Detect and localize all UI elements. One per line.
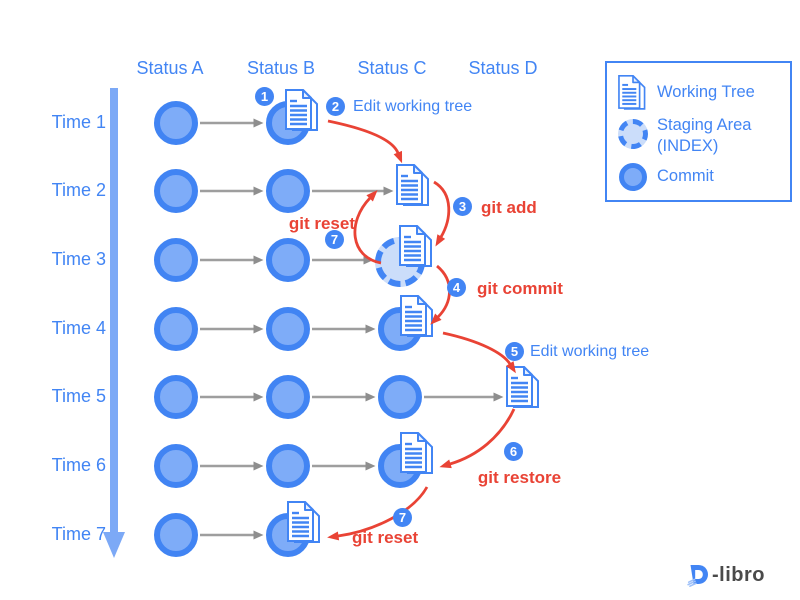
- action-label-edit-working-tree-2: Edit working tree: [530, 343, 650, 360]
- commit-node: [154, 307, 198, 351]
- row-label-time-4: Time 4: [51, 318, 106, 338]
- commit-node: [154, 513, 198, 557]
- arrow-edit-working-tree-2: [442, 331, 516, 374]
- action-label-git-reset-commit: git reset: [352, 528, 419, 547]
- row-label-time-1: Time 1: [51, 112, 106, 132]
- legend-label-staging-line1: Staging Area: [657, 116, 752, 134]
- legend-label-commit: Commit: [657, 167, 714, 185]
- action-label-git-restore: git restore: [477, 468, 562, 487]
- arrow-git-add: [433, 180, 451, 247]
- commit-node: [266, 238, 310, 282]
- commit-node: [266, 169, 310, 213]
- row-label-time-6: Time 6: [51, 455, 106, 475]
- legend-label-working-tree: Working Tree: [657, 83, 755, 101]
- commit-node: [266, 375, 310, 419]
- action-label-edit-working-tree-1: Edit working tree: [353, 98, 473, 115]
- column-header-status-a: Status A: [136, 58, 204, 78]
- d-libro-logo: -libro: [686, 563, 765, 587]
- commit-node: [154, 169, 198, 213]
- step-badge-1: 1: [255, 87, 274, 106]
- row-label-time-7: Time 7: [51, 524, 106, 544]
- step-badge-5: 5: [505, 342, 524, 361]
- working-tree-icon: [285, 89, 318, 131]
- arrow-edit-working-tree-1: [327, 119, 403, 164]
- logo-text: -libro: [712, 563, 765, 586]
- step-badge-4: 4: [447, 278, 466, 297]
- working-tree-icon: [618, 75, 646, 110]
- action-label-git-commit: git commit: [477, 279, 563, 298]
- legend-label-staging-line2: (INDEX): [657, 137, 719, 155]
- column-header-status-c: Status C: [357, 58, 427, 78]
- commit-node: [154, 375, 198, 419]
- working-tree-icon: [287, 501, 320, 543]
- row-label-time-3: Time 3: [51, 249, 106, 269]
- working-tree-icon: [400, 295, 433, 337]
- working-tree-icon: [396, 164, 429, 206]
- legend-box: Working Tree Staging Area (INDEX) Commit: [605, 61, 792, 202]
- commit-node: [154, 101, 198, 145]
- commit-node: [266, 307, 310, 351]
- step-badge-6: 6: [504, 442, 523, 461]
- step-badge-2: 2: [326, 97, 345, 116]
- action-label-git-add: git add: [481, 198, 537, 217]
- timeline-arrowhead-icon: [103, 532, 125, 558]
- staging-area-icon: [618, 119, 648, 149]
- step-badge-7b: 7: [393, 508, 412, 527]
- commit-node: [154, 238, 198, 282]
- column-header-status-d: Status D: [468, 58, 538, 78]
- column-header-status-b: Status B: [246, 58, 316, 78]
- step-badge-7a: 7: [325, 230, 344, 249]
- timeline-axis: [110, 88, 118, 532]
- action-label-git-reset-staging: git reset: [288, 214, 355, 233]
- commit-node: [154, 444, 198, 488]
- commit-node: [378, 375, 422, 419]
- commit-icon: [619, 163, 647, 191]
- row-label-time-5: Time 5: [51, 386, 106, 406]
- commit-node: [266, 444, 310, 488]
- working-tree-icon: [399, 225, 432, 267]
- legend-label-staging-area: Staging Area (INDEX): [657, 115, 752, 157]
- d-libro-book-icon: [687, 565, 708, 587]
- step-badge-3: 3: [453, 197, 472, 216]
- commit-flow-arrows: [200, 118, 504, 540]
- working-tree-icon: [506, 366, 539, 408]
- row-label-time-2: Time 2: [51, 180, 106, 200]
- working-tree-icon: [400, 432, 433, 474]
